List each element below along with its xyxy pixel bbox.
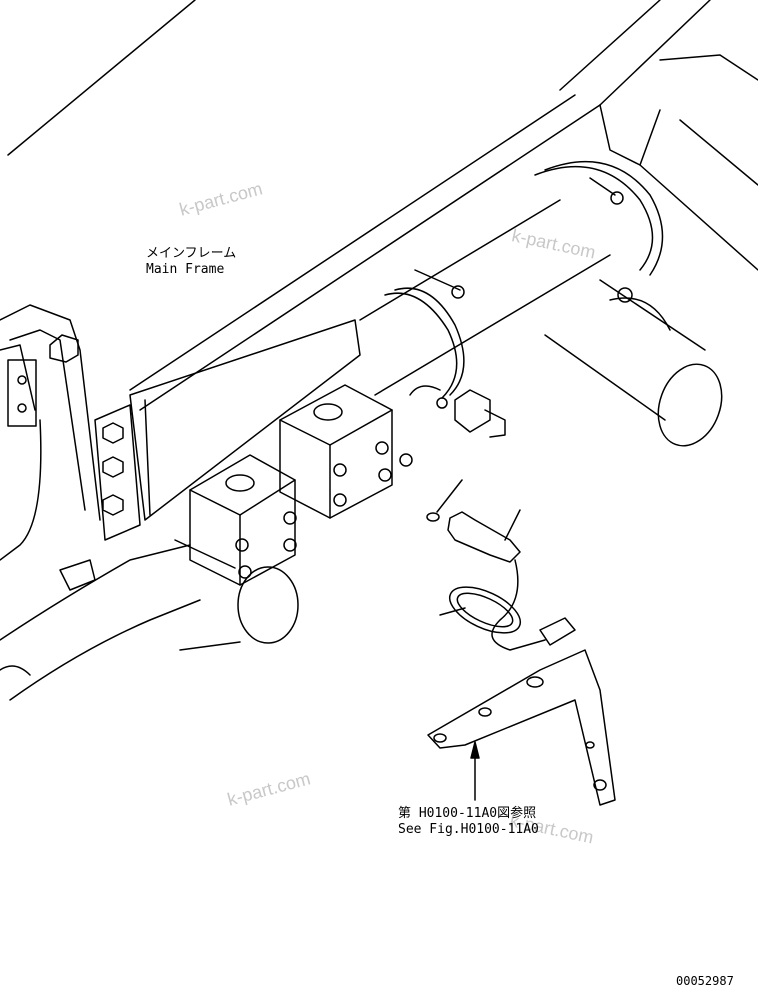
main-cylinder [359, 160, 664, 399]
sensor-body [439, 509, 576, 651]
valve-block-lower [189, 454, 297, 586]
elbow-fitting [409, 385, 506, 438]
mounting-bracket [427, 649, 616, 806]
left-bracket [0, 304, 141, 561]
cross-pipe [0, 539, 299, 701]
valve-block-upper [279, 384, 413, 519]
see-fig-label-en: See Fig.H0100-11A0 [398, 822, 539, 837]
main-frame-label-jp: メインフレーム [146, 246, 237, 261]
see-fig-label-jp: 第 H0100-11A0図参照 [398, 806, 537, 821]
gusset-plate [129, 319, 361, 521]
o-ring [426, 479, 463, 522]
main-frame-beam [7, 0, 758, 411]
right-tube [544, 279, 723, 447]
reference-leader-arrow [470, 741, 480, 801]
bracket-bolts [102, 422, 124, 516]
main-frame-label-en: Main Frame [146, 262, 225, 277]
drawing-number: 00052987 [676, 974, 734, 988]
